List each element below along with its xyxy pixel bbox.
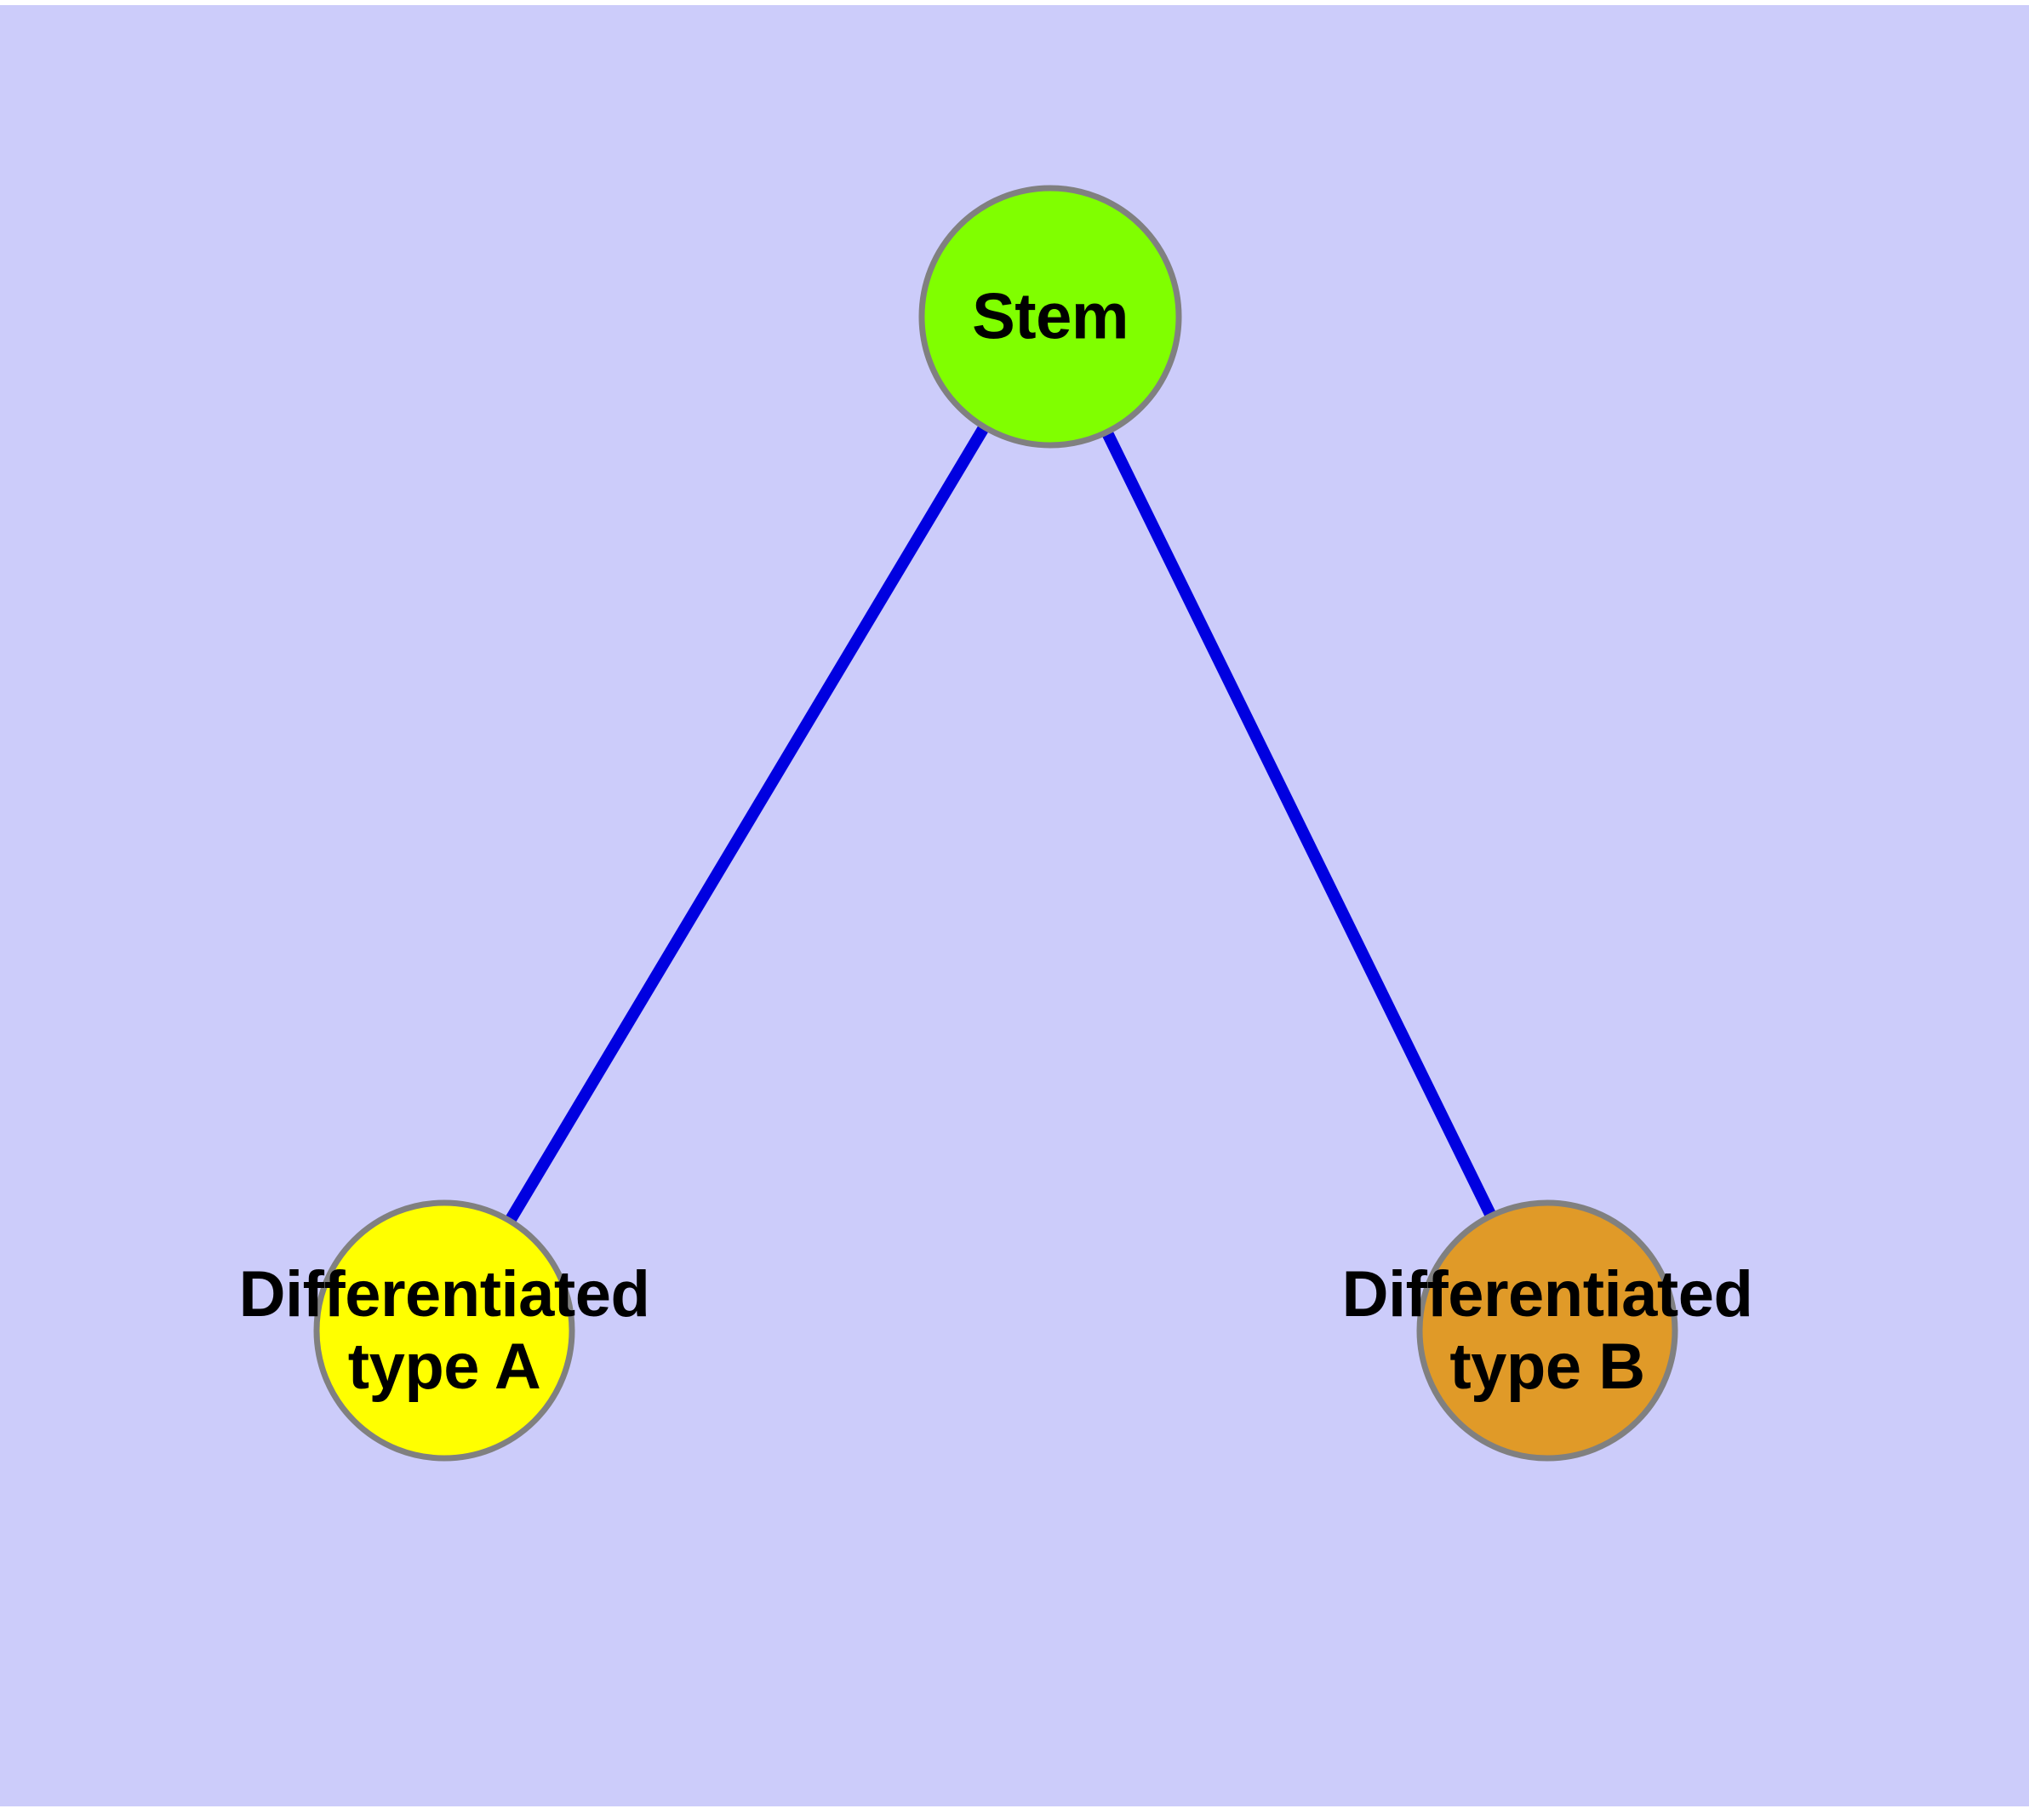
graph-svg (313, 185, 1678, 1462)
graph-node-diff_b[interactable] (1416, 1199, 1678, 1462)
graph-node-stem[interactable] (918, 185, 1182, 449)
graph-edge[interactable] (1044, 313, 1553, 1334)
graph-node-diff_a[interactable] (313, 1199, 575, 1462)
nodes-layer (313, 185, 1678, 1462)
edges-layer (438, 313, 1553, 1334)
graph-edge[interactable] (438, 313, 1056, 1334)
